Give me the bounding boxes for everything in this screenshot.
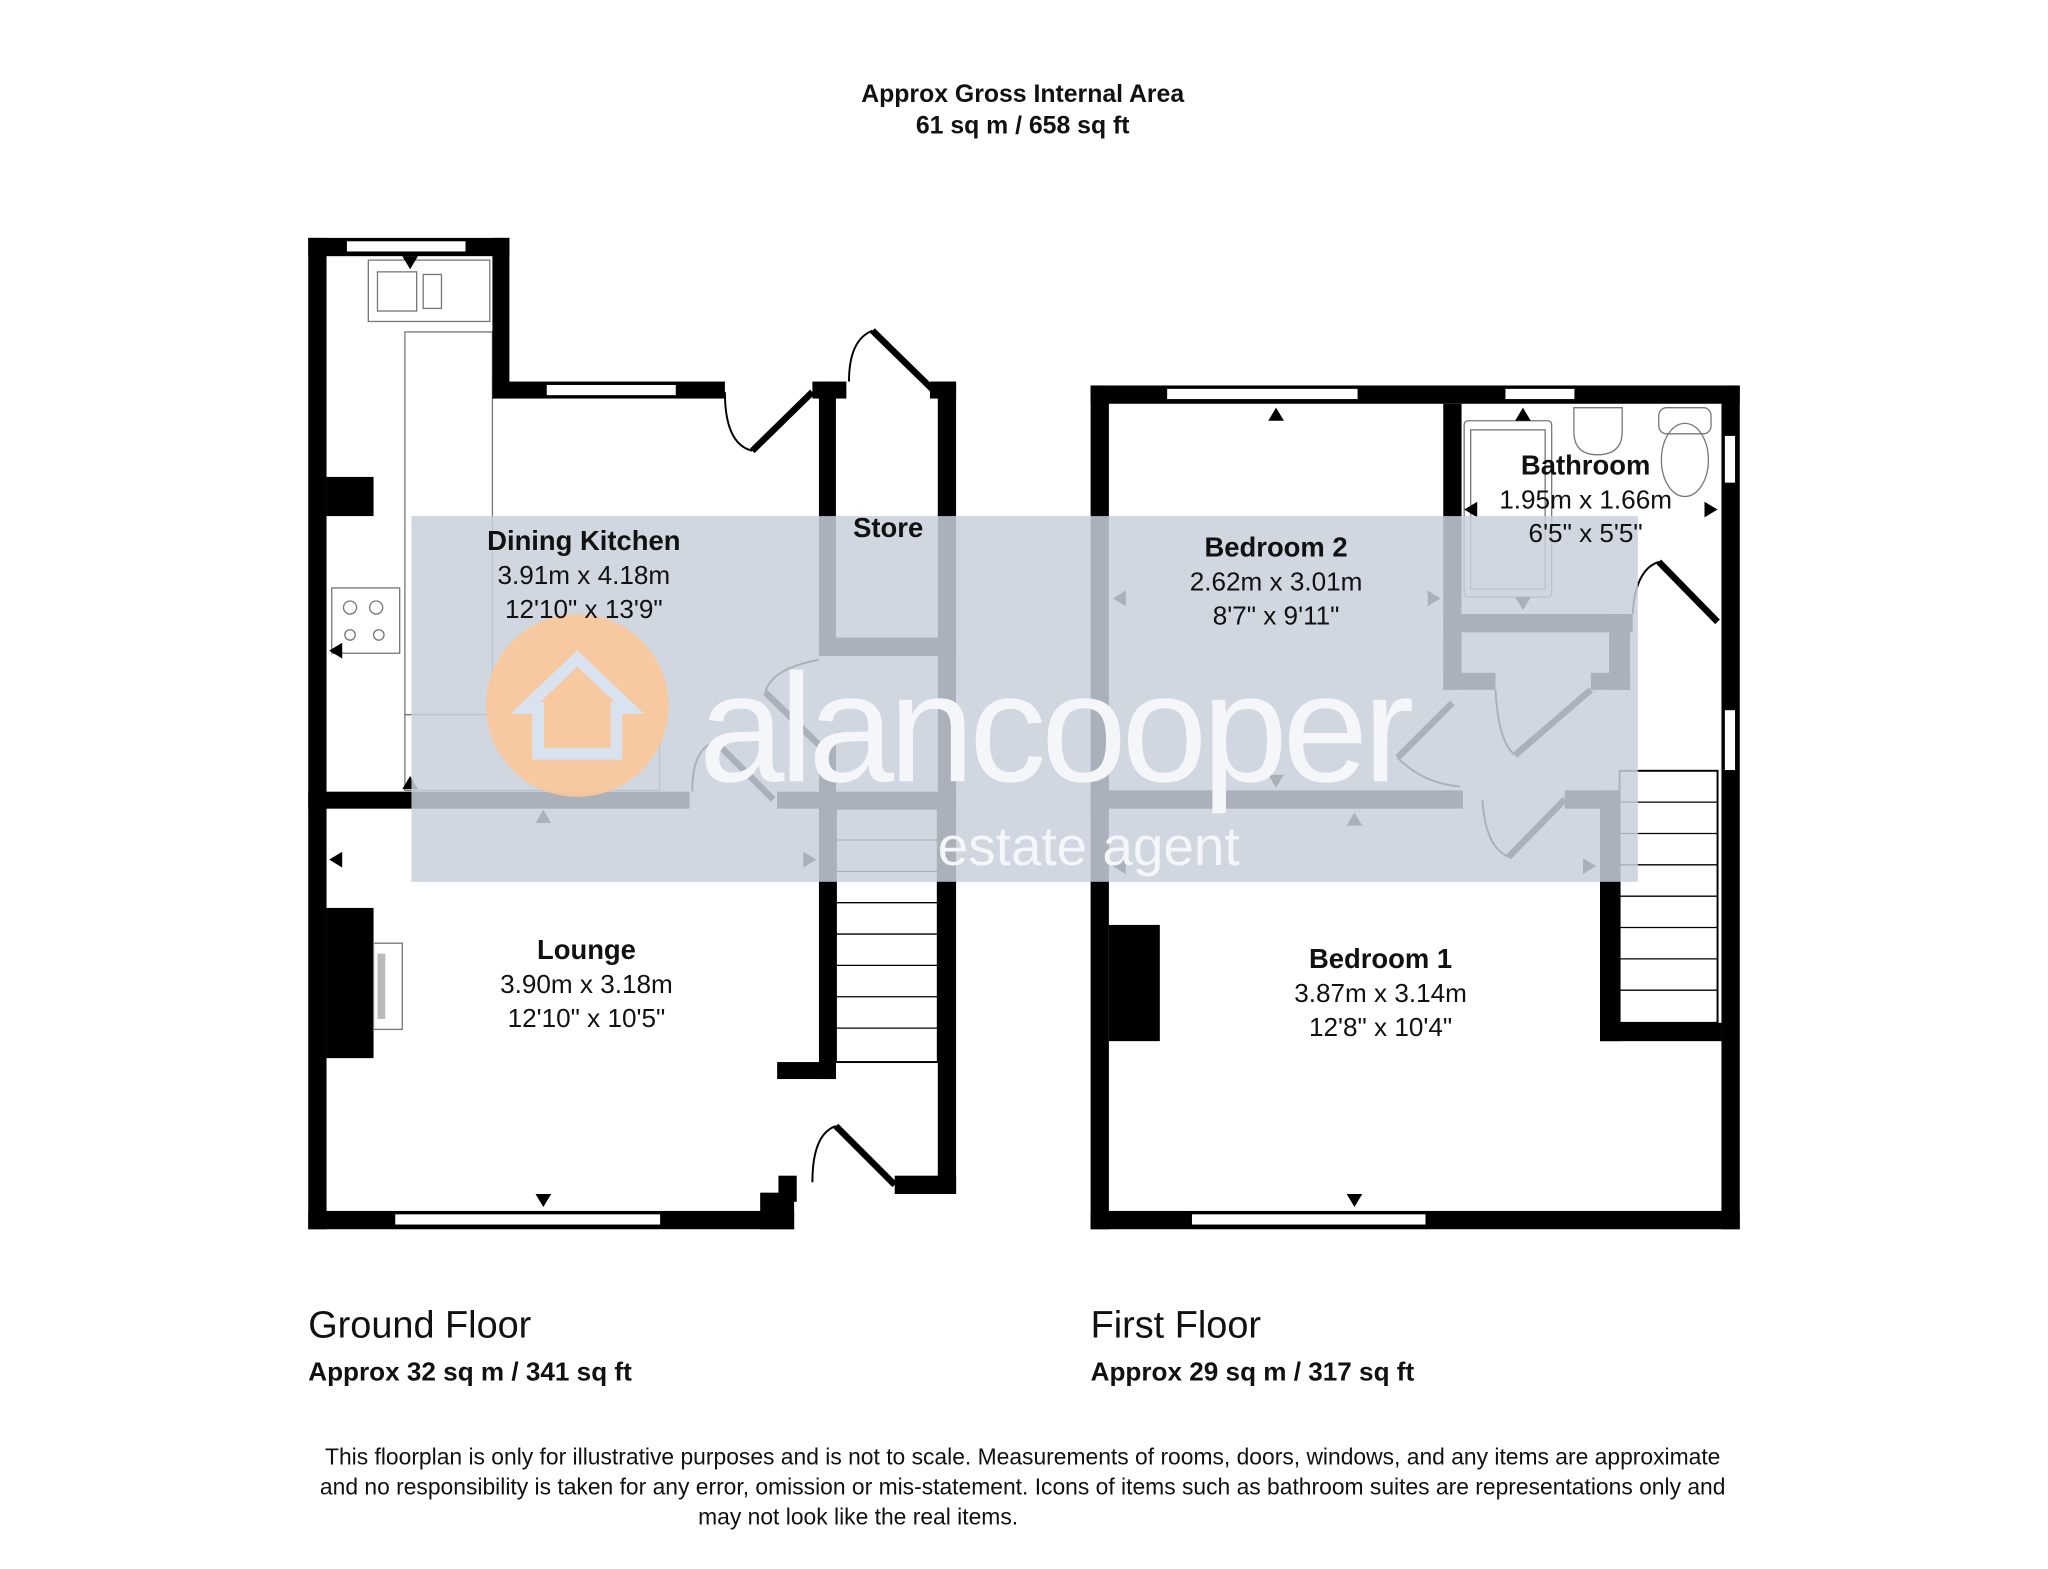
front-door bbox=[811, 1123, 898, 1188]
door bbox=[1631, 559, 1720, 625]
window bbox=[1503, 387, 1576, 401]
disclaimer-line: and no responsibility is taken for any e… bbox=[320, 1473, 1726, 1499]
toilet-icon bbox=[1658, 407, 1712, 435]
hob-icon bbox=[331, 587, 401, 654]
watermark: alancooper estate agent bbox=[411, 516, 1638, 882]
room-name-bedroom-1: Bedroom 1 bbox=[1309, 943, 1452, 974]
gross-area-title: Approx Gross Internal Area bbox=[861, 81, 1184, 108]
first-floor-area: Approx 29 sq m / 317 sq ft bbox=[1091, 1357, 1415, 1387]
door bbox=[723, 389, 815, 454]
sink-icon bbox=[367, 259, 491, 323]
room-size-metric: 3.90m x 3.18m bbox=[500, 969, 673, 999]
ground-floor-area: Approx 32 sq m / 341 sq ft bbox=[308, 1357, 632, 1387]
window bbox=[1723, 708, 1737, 772]
window bbox=[1165, 387, 1360, 401]
window bbox=[345, 239, 468, 254]
house-logo-icon bbox=[485, 614, 669, 797]
room-name-bedroom-2: Bedroom 2 bbox=[1205, 532, 1348, 563]
chimney-breast bbox=[326, 907, 374, 1059]
ground-floor-label: Ground Floor bbox=[308, 1305, 531, 1347]
chimney-breast bbox=[1108, 924, 1160, 1042]
window bbox=[1723, 434, 1737, 485]
first-floor-label: First Floor bbox=[1091, 1305, 1261, 1347]
room-size-imperial: 12'10" x 10'5" bbox=[508, 1003, 666, 1033]
room-name-store: Store bbox=[853, 512, 923, 543]
room-size-metric: 2.62m x 3.01m bbox=[1190, 567, 1363, 597]
basin-icon bbox=[1573, 407, 1623, 456]
window bbox=[393, 1212, 662, 1227]
fireplace-icon bbox=[372, 942, 403, 1031]
room-size-metric: 3.91m x 4.18m bbox=[497, 560, 670, 590]
window bbox=[1190, 1212, 1428, 1227]
room-name-bathroom: Bathroom bbox=[1521, 449, 1650, 480]
room-name-dining-kitchen: Dining Kitchen bbox=[487, 525, 680, 556]
door bbox=[848, 328, 935, 392]
room-name-lounge: Lounge bbox=[537, 934, 636, 965]
room-size-metric: 1.95m x 1.66m bbox=[1499, 484, 1672, 514]
watermark-tagline: estate agent bbox=[938, 815, 1240, 877]
gross-area-value: 61 sq m / 658 sq ft bbox=[916, 112, 1130, 139]
chimney-breast bbox=[326, 476, 374, 517]
watermark-brand: alancooper bbox=[699, 641, 1412, 814]
disclaimer-line: may not look like the real items. bbox=[698, 1503, 1018, 1529]
room-size-imperial: 12'10" x 13'9" bbox=[505, 594, 663, 624]
room-size-imperial: 12'8" x 10'4" bbox=[1309, 1012, 1452, 1042]
disclaimer-line: This floorplan is only for illustrative … bbox=[325, 1443, 1720, 1469]
room-size-imperial: 8'7" x 9'11" bbox=[1213, 601, 1340, 631]
window bbox=[545, 383, 678, 397]
room-size-imperial: 6'5" x 5'5" bbox=[1529, 518, 1643, 548]
room-size-metric: 3.87m x 3.14m bbox=[1294, 978, 1467, 1008]
